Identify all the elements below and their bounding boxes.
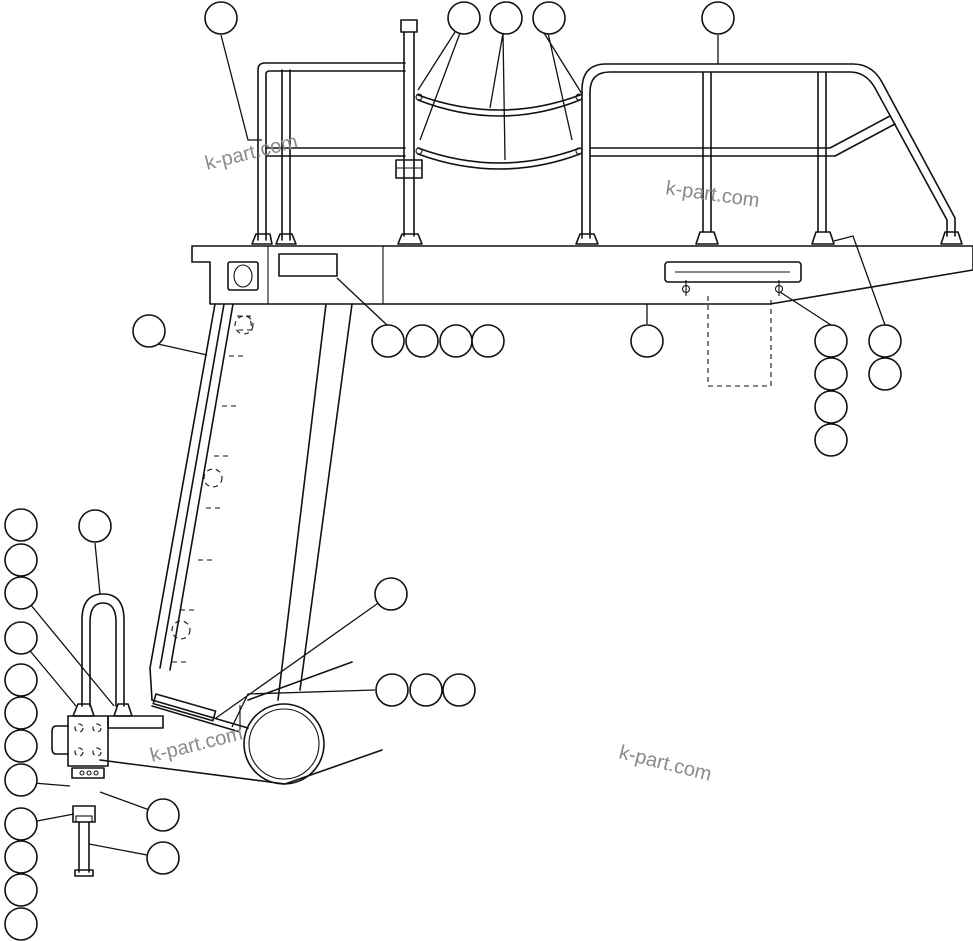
callout-bubble xyxy=(146,841,180,875)
callout-bubble xyxy=(4,907,38,941)
callout-bubble xyxy=(371,324,405,358)
callout-bubble xyxy=(868,324,902,358)
leader-lines xyxy=(20,31,886,859)
handrail-right xyxy=(575,63,963,245)
side-attachment xyxy=(51,593,164,877)
hanger-bracket xyxy=(664,261,802,387)
callout-bubble xyxy=(814,324,848,358)
callout-bubble xyxy=(442,673,476,707)
handrail-left xyxy=(251,62,406,245)
center-post xyxy=(395,19,423,245)
callout-bubbles xyxy=(4,1,902,941)
callout-bubble xyxy=(4,873,38,907)
callout-bubble xyxy=(204,1,238,35)
inclined-ladder xyxy=(149,303,353,701)
callout-bubble xyxy=(4,696,38,730)
callout-bubble xyxy=(4,807,38,841)
callout-bubble xyxy=(489,1,523,35)
callout-bubble xyxy=(868,357,902,391)
platform-deck xyxy=(191,245,973,305)
callout-bubble xyxy=(132,314,166,348)
callout-bubble xyxy=(630,324,664,358)
callout-bubble xyxy=(814,357,848,391)
callout-bubble xyxy=(701,1,735,35)
callout-bubble xyxy=(471,324,505,358)
watermark-text: k-part.com xyxy=(203,131,300,175)
callout-bubble xyxy=(374,577,408,611)
callout-bubble xyxy=(4,663,38,697)
bottom-roller xyxy=(99,661,383,785)
callout-bubble xyxy=(4,729,38,763)
callout-bubble xyxy=(375,673,409,707)
callout-bubble xyxy=(447,1,481,35)
callout-bubble xyxy=(78,509,112,543)
callout-bubble xyxy=(405,324,439,358)
callout-bubble xyxy=(814,390,848,424)
callout-bubble xyxy=(409,673,443,707)
callout-bubble xyxy=(4,576,38,610)
callout-bubble xyxy=(4,543,38,577)
safety-chains xyxy=(415,93,583,170)
callout-bubble xyxy=(4,763,38,797)
watermark-text: k-part.com xyxy=(148,723,245,767)
callout-bubble xyxy=(146,798,180,832)
callout-bubble xyxy=(532,1,566,35)
watermark-text: k-part.com xyxy=(617,742,714,786)
callout-bubble xyxy=(4,508,38,542)
watermark-text: k-part.com xyxy=(664,177,761,212)
callout-bubble xyxy=(439,324,473,358)
callout-bubble xyxy=(4,621,38,655)
callout-bubble xyxy=(4,840,38,874)
callout-bubble xyxy=(814,423,848,457)
